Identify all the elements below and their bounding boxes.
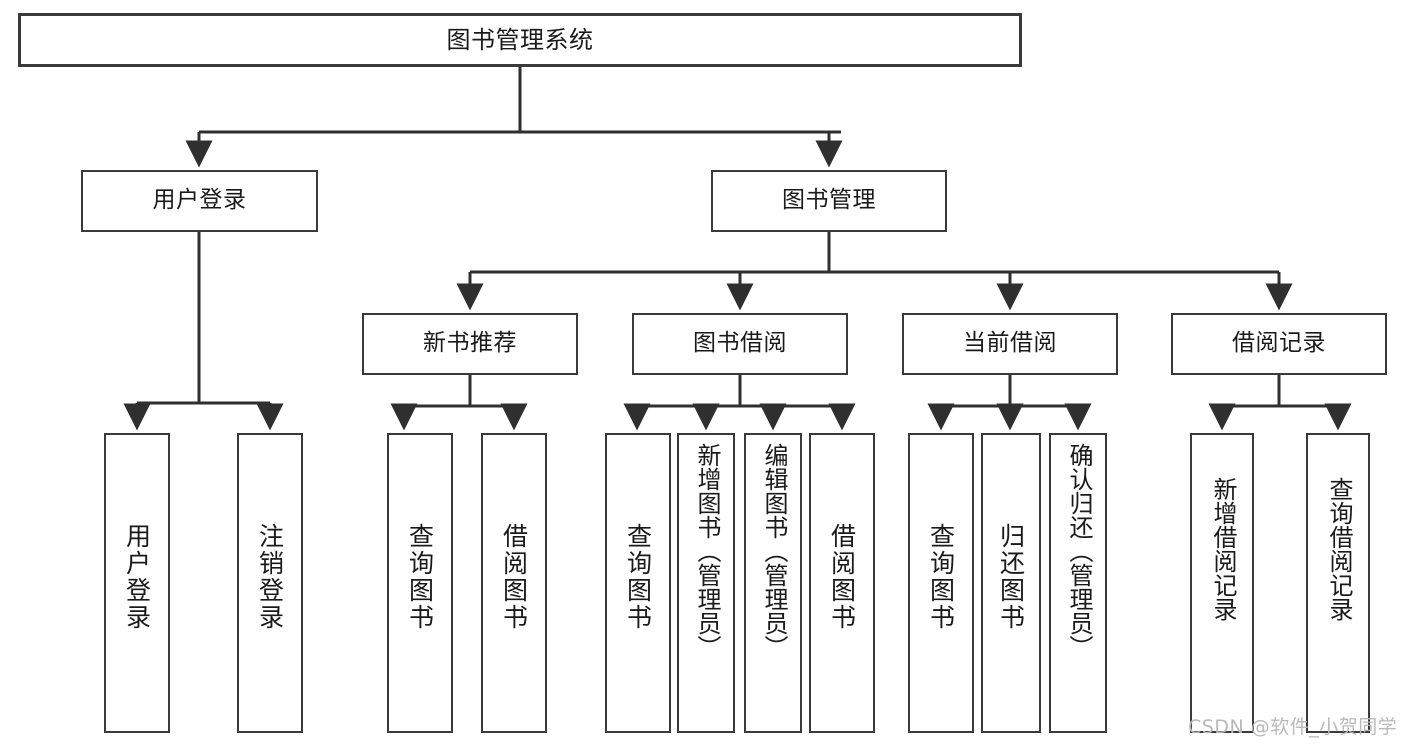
node-label: 查询图书: [926, 523, 956, 631]
node-leaf-add-book[interactable]: 新增图书（管理员）: [677, 433, 735, 733]
node-label: 确认归还（管理员）: [1064, 443, 1093, 659]
node-label: 图书管理系统: [446, 25, 594, 54]
node-label: 归还图书: [996, 523, 1026, 631]
node-label: 编辑图书（管理员）: [759, 443, 788, 659]
node-label: 借阅图书: [827, 523, 857, 631]
node-user-login[interactable]: 用户登录: [81, 170, 318, 232]
node-label: 图书借阅: [693, 330, 787, 357]
node-root-system[interactable]: 图书管理系统: [18, 13, 1022, 67]
node-label: 借阅图书: [499, 523, 529, 631]
node-leaf-query-book-2[interactable]: 查询图书: [605, 433, 671, 733]
node-leaf-user-logout[interactable]: 注销登录: [237, 433, 303, 733]
node-label: 查询图书: [405, 523, 435, 631]
node-label: 图书管理: [782, 187, 876, 214]
node-book-management[interactable]: 图书管理: [711, 170, 947, 232]
node-label: 查询借阅记录: [1324, 477, 1353, 621]
node-leaf-query-record[interactable]: 查询借阅记录: [1306, 433, 1370, 733]
node-book-borrow[interactable]: 图书借阅: [632, 313, 848, 375]
node-leaf-borrow-book-1[interactable]: 借阅图书: [481, 433, 547, 733]
node-leaf-query-book-3[interactable]: 查询图书: [908, 433, 974, 733]
node-borrow-record[interactable]: 借阅记录: [1171, 313, 1387, 375]
node-leaf-borrow-book-2[interactable]: 借阅图书: [809, 433, 875, 733]
node-leaf-query-book-1[interactable]: 查询图书: [387, 433, 453, 733]
node-leaf-return-book[interactable]: 归还图书: [981, 433, 1041, 733]
node-label: 注销登录: [255, 523, 285, 631]
node-label: 新增借阅记录: [1208, 477, 1237, 621]
node-label: 新书推荐: [423, 330, 517, 357]
node-label: 查询图书: [623, 523, 653, 631]
node-label: 用户登录: [152, 187, 247, 214]
node-leaf-add-record[interactable]: 新增借阅记录: [1190, 433, 1254, 733]
node-label: 用户登录: [122, 523, 152, 631]
node-leaf-confirm-return[interactable]: 确认归还（管理员）: [1049, 433, 1107, 733]
node-new-book-recommend[interactable]: 新书推荐: [362, 313, 578, 375]
csdn-watermark: CSDN @软件_小贺同学: [1188, 716, 1398, 738]
node-leaf-edit-book[interactable]: 编辑图书（管理员）: [744, 433, 802, 733]
node-current-borrow[interactable]: 当前借阅: [902, 313, 1118, 375]
node-label: 新增图书（管理员）: [692, 443, 721, 659]
node-label: 借阅记录: [1232, 330, 1326, 357]
node-leaf-user-login[interactable]: 用户登录: [104, 433, 170, 733]
node-label: 当前借阅: [963, 330, 1057, 357]
